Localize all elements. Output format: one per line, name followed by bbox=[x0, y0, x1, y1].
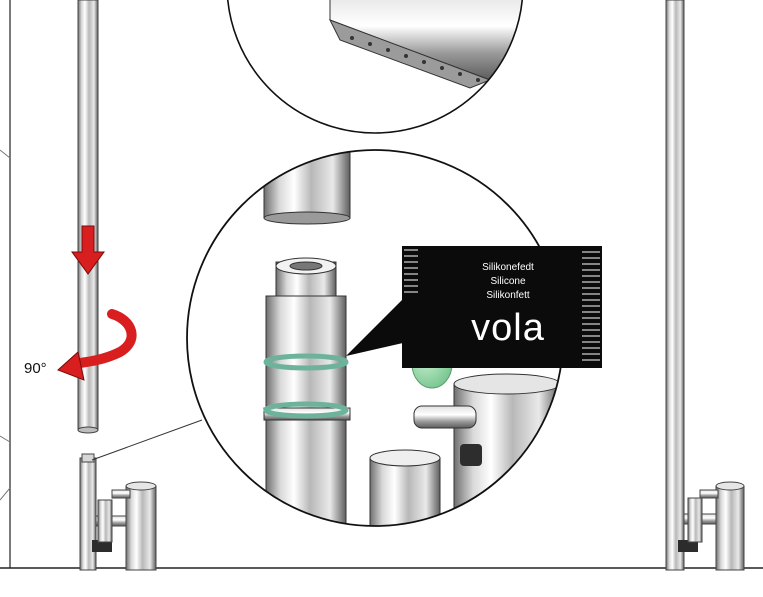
down-arrow-icon bbox=[71, 225, 105, 275]
left-shower-rod bbox=[77, 0, 99, 434]
shower-head-detail bbox=[227, 0, 523, 134]
right-shower-rod bbox=[665, 0, 745, 571]
front-cylinder bbox=[369, 457, 441, 526]
silicone-packet: Silikonefedt Silicone Silikonfett vola bbox=[402, 246, 602, 368]
rotate-90-icon bbox=[57, 309, 137, 381]
packet-brand: vola bbox=[471, 307, 545, 349]
callout-leader-line bbox=[91, 419, 203, 461]
packet-text-line2: Silicone bbox=[490, 276, 525, 287]
rotation-label: 90° bbox=[24, 360, 47, 377]
packet-text-line1: Silikonefedt bbox=[482, 262, 534, 273]
packet-text-line3: Silikonfett bbox=[486, 290, 530, 301]
upper-pipe bbox=[263, 150, 351, 219]
o-ring-upper bbox=[263, 353, 349, 371]
left-valve-assembly bbox=[79, 453, 157, 571]
o-ring-lower bbox=[263, 401, 349, 419]
